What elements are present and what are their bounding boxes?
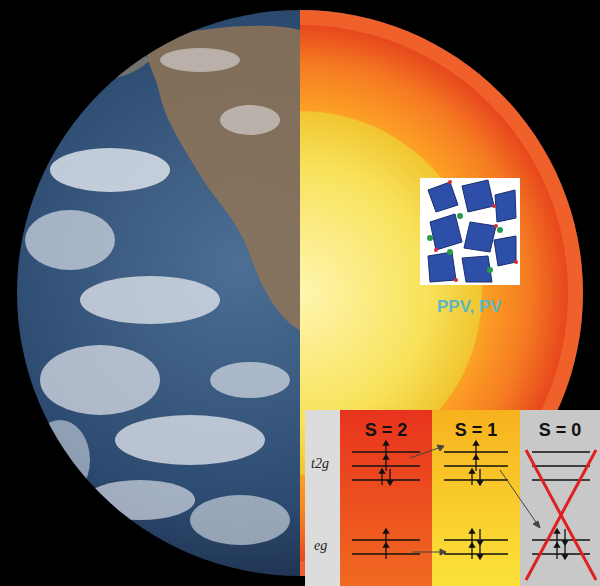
spin-arrow-head: [384, 543, 389, 547]
drawn-mark: [430, 214, 462, 250]
drawn-mark: [494, 224, 498, 228]
drawn-mark: [427, 235, 433, 241]
energy-level: [444, 539, 508, 541]
drawn-mark: [514, 260, 518, 264]
spin-arrow-head: [555, 543, 560, 547]
drawn-mark: [447, 249, 453, 255]
drawn-mark: [85, 480, 195, 520]
energy-level: [532, 465, 590, 467]
cross-out: [526, 450, 596, 580]
drawn-mark: [410, 446, 444, 458]
spin-arrow-head: [478, 555, 483, 559]
drawn-mark: [526, 450, 596, 580]
drawn-mark: [40, 345, 160, 415]
drawn-mark: [30, 420, 90, 500]
drawn-mark: [448, 180, 452, 184]
mineral-phase-label: PPV, PV: [437, 297, 502, 317]
spin-arrow-head: [470, 543, 475, 547]
transfer-arrows: [410, 445, 540, 555]
drawn-mark: [462, 180, 494, 212]
drawn-mark: [434, 248, 438, 252]
drawn-mark: [495, 190, 516, 222]
high-spin-state: S = 2: [340, 410, 432, 586]
spin-state-panel: [305, 410, 600, 586]
spin-arrow-head: [478, 481, 483, 485]
orbital-label: eg: [314, 538, 327, 554]
spin-arrows: [380, 441, 568, 559]
spin-arrow-head: [474, 455, 479, 459]
drawn-mark: [494, 236, 516, 266]
drawn-mark: [428, 180, 516, 282]
spin-arrow-head: [384, 529, 389, 533]
crystal-structure: [420, 178, 520, 285]
spin-label: S = 2: [340, 410, 432, 441]
drawn-mark: [50, 148, 170, 192]
drawn-mark: [115, 415, 265, 465]
spin-label: S = 0: [520, 410, 600, 441]
low-spin-state: S = 0: [520, 410, 600, 586]
drawn-mark: [454, 278, 458, 282]
drawn-mark: [220, 105, 280, 135]
drawn-mark: [500, 470, 540, 528]
spin-arrow-head: [470, 529, 475, 533]
drawn-mark: [427, 213, 503, 273]
drawn-mark: [428, 252, 456, 282]
drawn-mark: [497, 227, 503, 233]
drawn-mark: [160, 48, 240, 72]
energy-level: [444, 553, 508, 555]
drawn-mark: [492, 204, 496, 208]
spin-arrow-head: [384, 455, 389, 459]
drawn-mark: [80, 276, 220, 324]
spin-arrow-head: [555, 529, 560, 533]
drawn-mark: [25, 210, 115, 270]
drawn-mark: [437, 445, 444, 451]
drawn-mark: [526, 450, 596, 580]
energy-level: [444, 479, 508, 481]
clouds: [25, 48, 290, 545]
drawn-mark: [440, 549, 446, 555]
drawn-mark: [190, 495, 290, 545]
intermediate-spin-state: S = 1: [432, 410, 520, 586]
drawn-mark: [434, 180, 518, 282]
energy-level: [352, 479, 420, 481]
spin-arrow-head: [388, 481, 393, 485]
drawn-mark: [210, 362, 290, 398]
inset-frame: [420, 178, 520, 285]
drawn-mark: [533, 521, 540, 528]
intermediate-spin-fill: [432, 410, 520, 586]
drawn-mark: [428, 182, 458, 212]
spin-arrow-head: [474, 441, 479, 445]
low-spin-fill: [520, 410, 600, 586]
drawn-mark: [487, 267, 493, 273]
panel-ground: [305, 410, 600, 586]
spin-arrow-head: [380, 469, 385, 473]
energy-level: [532, 539, 590, 541]
orbital-label: t2g: [311, 456, 329, 472]
drawn-mark: [457, 213, 463, 219]
spin-arrow-head: [384, 441, 389, 445]
spin-label: S = 1: [432, 410, 520, 441]
high-spin-fill: [340, 410, 432, 586]
spin-arrow-head: [563, 555, 568, 559]
energy-level: [532, 451, 590, 453]
drawn-mark: [464, 222, 496, 252]
continent: [60, 45, 150, 79]
drawn-mark: [462, 256, 492, 282]
spin-arrow-head: [470, 469, 475, 473]
